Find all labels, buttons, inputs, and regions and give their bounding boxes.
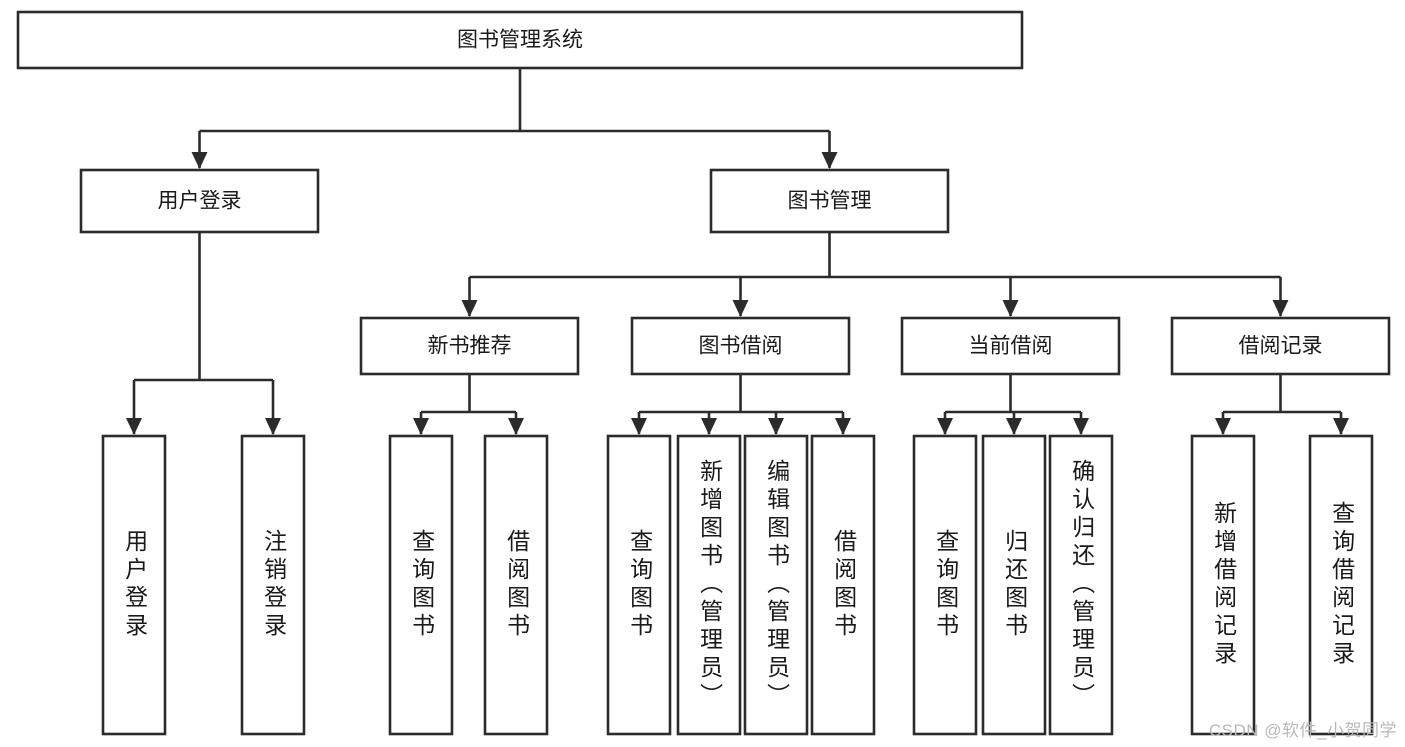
node-leaf-4[interactable]: [606, 434, 672, 736]
node-leaf-9[interactable]: [981, 434, 1047, 736]
node-level3-0-label: 新书推荐: [428, 335, 512, 358]
arrow-head-icon-leaf-1-0: [413, 418, 429, 435]
node-level3-0[interactable]: 新书推荐: [359, 316, 580, 376]
arrow-head-icon-l2-to-l3-0: [461, 300, 478, 317]
arrow-head-icon-leaf-3-2: [1073, 418, 1089, 435]
node-leaf-9-rect[interactable]: [981, 434, 1047, 736]
node-level3-3-label: 借阅记录: [1239, 335, 1323, 358]
node-level3-1[interactable]: 图书借阅: [630, 316, 851, 376]
node-level2-0-label: 用户登录: [158, 190, 242, 213]
arrow-head-icon-leaf-4-1: [1333, 418, 1349, 435]
node-leaf-8-rect[interactable]: [912, 434, 978, 736]
node-leaf-6[interactable]: [743, 434, 809, 736]
arrow-head-icon-leaf-4-0: [1215, 418, 1231, 435]
node-level3-1-rect[interactable]: [630, 316, 851, 376]
node-leaf-1-rect[interactable]: [240, 434, 306, 736]
node-leaf-12-rect[interactable]: [1308, 434, 1374, 736]
arrow-head-icon-leaf-2-0: [631, 418, 647, 435]
node-leaf-0[interactable]: [101, 434, 167, 736]
node-leaf-2-rect[interactable]: [388, 434, 454, 736]
node-level3-2[interactable]: 当前借阅: [900, 316, 1121, 376]
node-leaf-0-rect[interactable]: [101, 434, 167, 736]
node-level3-3[interactable]: 借阅记录: [1170, 316, 1391, 376]
arrow-head-icon-leaf-3-0: [937, 418, 953, 435]
node-level3-2-rect[interactable]: [900, 316, 1121, 376]
arrow-head-icon-leaf-0-1: [265, 418, 281, 435]
csdn-watermark: CSDN @软件_小贺同学: [1208, 721, 1397, 740]
node-leaf-10[interactable]: [1048, 434, 1114, 736]
arrow-head-icon-leaf-2-2: [768, 418, 784, 435]
node-level2-1-rect[interactable]: [709, 168, 950, 234]
node-level2-1[interactable]: 图书管理: [709, 168, 950, 234]
arrow-head-icon-root-to-l2-1: [821, 152, 838, 169]
node-leaf-8[interactable]: [912, 434, 978, 736]
node-leaf-6-rect[interactable]: [743, 434, 809, 736]
arrow-head-icon-leaf-3-1: [1006, 418, 1022, 435]
node-leaf-11[interactable]: [1190, 434, 1256, 736]
arrow-head-icon-leaf-2-1: [701, 418, 717, 435]
node-leaf-3-rect[interactable]: [483, 434, 549, 736]
node-level2-0-rect[interactable]: [79, 168, 320, 234]
arrow-head-icon-root-to-l2-0: [191, 152, 208, 169]
node-leaf-7[interactable]: [810, 434, 876, 736]
node-leaf-12[interactable]: [1308, 434, 1374, 736]
arrow-head-icon-leaf-0-0: [126, 418, 142, 435]
node-leaf-4-rect[interactable]: [606, 434, 672, 736]
node-leaf-5[interactable]: [676, 434, 742, 736]
arrow-head-icon-leaf-1-1: [508, 418, 524, 435]
node-level3-1-label: 图书借阅: [699, 335, 783, 358]
node-leaf-2[interactable]: [388, 434, 454, 736]
node-level3-3-rect[interactable]: [1170, 316, 1391, 376]
arrow-head-icon-leaf-2-3: [835, 418, 851, 435]
node-leaf-1[interactable]: [240, 434, 306, 736]
node-level3-0-rect[interactable]: [359, 316, 580, 376]
node-root-book-management-system[interactable]: 图书管理系统: [16, 10, 1024, 70]
node-leaf-11-rect[interactable]: [1190, 434, 1256, 736]
node-root-book-management-system-rect[interactable]: [16, 10, 1024, 70]
node-leaf-5-rect[interactable]: [676, 434, 742, 736]
arrow-head-icon-l2-to-l3-1: [732, 300, 749, 317]
node-level2-0[interactable]: 用户登录: [79, 168, 320, 234]
node-level3-2-label: 当前借阅: [969, 335, 1053, 358]
node-leaf-7-rect[interactable]: [810, 434, 876, 736]
arrow-head-icon-l2-to-l3-2: [1002, 300, 1019, 317]
arrow-head-icon-l2-to-l3-3: [1272, 300, 1289, 317]
node-root-book-management-system-label: 图书管理系统: [457, 29, 583, 52]
connector-lines: [126, 68, 1349, 435]
node-leaf-10-rect[interactable]: [1048, 434, 1114, 736]
node-leaf-3[interactable]: [483, 434, 549, 736]
node-level2-1-label: 图书管理: [788, 190, 872, 213]
